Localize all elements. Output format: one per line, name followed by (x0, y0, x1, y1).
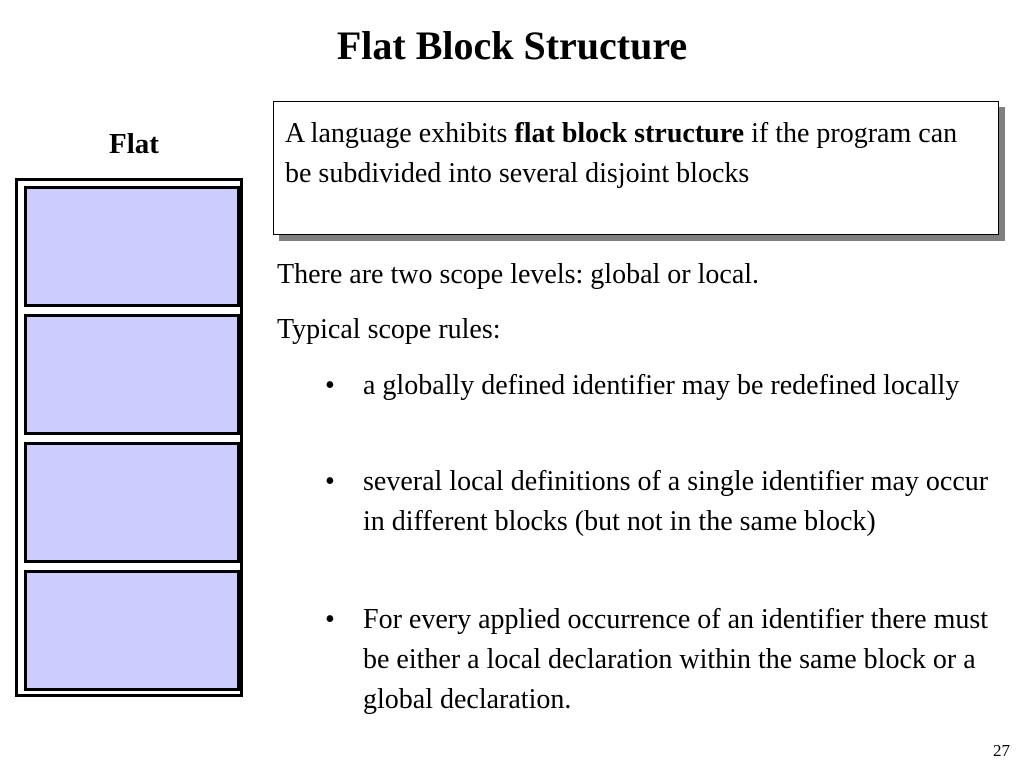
page-number: 27 (993, 741, 1010, 760)
bullet-text: a globally defined identifier may be red… (363, 370, 960, 401)
block-3 (24, 442, 240, 563)
definition-box: A language exhibits flat block structure… (273, 101, 999, 235)
bullet-item-3: • For every applied occurrence of an ide… (325, 600, 993, 720)
bullet-marker: • (325, 370, 335, 401)
bullet-marker: • (325, 604, 335, 635)
bullet-item-2: • several local definitions of a single … (325, 462, 993, 542)
bullet-item-1: • a globally defined identifier may be r… (325, 366, 993, 406)
scope-rules-heading: Typical scope rules: (277, 314, 501, 345)
diagram-label: Flat (109, 128, 159, 160)
slide-title: Flat Block Structure (336, 23, 688, 68)
bullet-marker: • (325, 466, 335, 497)
definition-suffix: if the program can be subdivided into se… (285, 118, 958, 189)
bullet-text: For every applied occurrence of an ident… (363, 604, 989, 715)
bullet-text: several local definitions of a single id… (363, 466, 989, 537)
block-4 (24, 570, 240, 691)
block-2 (24, 314, 240, 435)
scope-levels-text: There are two scope levels: global or lo… (277, 259, 760, 290)
definition-term: flat block structure (514, 118, 745, 149)
definition-prefix: A language exhibits (285, 118, 515, 149)
block-1 (24, 186, 240, 307)
